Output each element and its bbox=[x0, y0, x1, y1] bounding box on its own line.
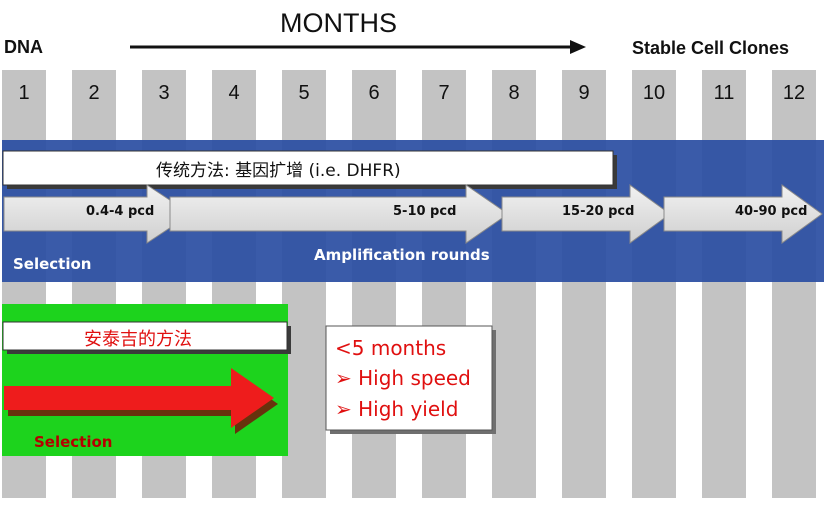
month-column-5 bbox=[282, 70, 326, 498]
month-column-9 bbox=[562, 70, 606, 498]
benefit-box bbox=[325, 325, 493, 431]
stage-arrow-3 bbox=[501, 184, 671, 244]
month-column-11 bbox=[702, 70, 746, 498]
month-number-9: 9 bbox=[578, 82, 590, 104]
month-number-12: 12 bbox=[782, 82, 806, 104]
stage-label-4: 40-90 pcd bbox=[735, 204, 808, 219]
month-number-4: 4 bbox=[228, 82, 240, 104]
month-number-8: 8 bbox=[508, 82, 520, 104]
duration-text: <5 months bbox=[335, 336, 447, 360]
our-method-label-box bbox=[2, 321, 288, 351]
month-number-2: 2 bbox=[88, 82, 100, 104]
month-column-8 bbox=[492, 70, 536, 498]
stage-label-2: 5-10 pcd bbox=[393, 204, 457, 219]
benefit-item-1: ➢ High speed bbox=[335, 366, 471, 390]
month-column-10 bbox=[632, 70, 676, 498]
traditional-label-box bbox=[2, 150, 614, 186]
stage-arrow-2 bbox=[169, 184, 509, 244]
traditional-selection-label: Selection bbox=[13, 255, 92, 273]
timeline-arrow-head bbox=[570, 40, 586, 54]
dna-label: DNA bbox=[4, 37, 43, 57]
month-number-7: 7 bbox=[438, 82, 450, 104]
month-number-1: 1 bbox=[18, 82, 30, 104]
month-number-5: 5 bbox=[298, 82, 310, 104]
stage-label-1: 0.4-4 pcd bbox=[86, 204, 155, 219]
months-title: MONTHS bbox=[280, 8, 397, 38]
month-number-11: 11 bbox=[713, 82, 735, 104]
bullet-arrow-icon: ➢ bbox=[335, 366, 352, 390]
stage-arrow-1 bbox=[3, 184, 192, 244]
our-method-selection-label: Selection bbox=[34, 433, 113, 451]
benefit-item-text: High speed bbox=[358, 366, 471, 390]
stable-cell-clones-label: Stable Cell Clones bbox=[632, 38, 790, 58]
bullet-arrow-icon: ➢ bbox=[335, 397, 352, 421]
our-method-arrow bbox=[4, 368, 274, 428]
month-number-10: 10 bbox=[642, 82, 666, 104]
month-column-12 bbox=[772, 70, 816, 498]
stage-arrow-4 bbox=[663, 184, 823, 244]
amplification-rounds-label: Amplification rounds bbox=[314, 246, 490, 264]
traditional-method-label: 传统方法: 基因扩增 (i.e. DHFR) bbox=[156, 161, 401, 181]
benefit-item-2: ➢ High yield bbox=[335, 397, 458, 421]
month-number-6: 6 bbox=[368, 82, 380, 104]
stage-label-3: 15-20 pcd bbox=[562, 204, 635, 219]
month-number-3: 3 bbox=[158, 82, 170, 104]
benefit-item-text: High yield bbox=[358, 397, 459, 421]
our-method-label: 安泰吉的方法 bbox=[84, 329, 192, 350]
